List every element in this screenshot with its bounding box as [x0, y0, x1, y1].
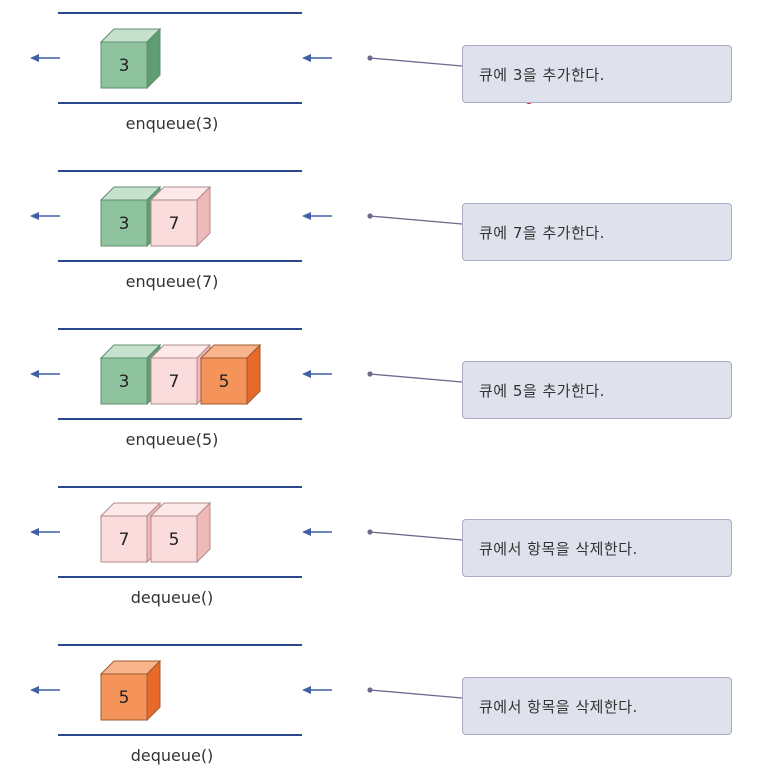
queue-step: 7 5 dequeue()	[58, 486, 463, 607]
queue-item-value: 3	[119, 372, 130, 392]
queue-step: 5 dequeue()	[58, 644, 463, 765]
connector-dot	[367, 371, 373, 377]
callout-connector	[369, 531, 463, 541]
operation-label: dequeue()	[131, 588, 214, 607]
description-callout: 큐에서 항목을 삭제한다.	[462, 677, 732, 735]
description-callout: 큐에 7을 추가한다.	[462, 203, 732, 261]
queue-step: 3 enqueue(3)	[58, 12, 463, 133]
dequeue-arrow-icon	[30, 212, 60, 220]
connector-dot	[367, 687, 373, 693]
dequeue-arrow-icon	[30, 686, 60, 694]
queue-item-cube: 5	[199, 343, 262, 406]
description-text: 큐에 7을 추가한다.	[479, 223, 605, 242]
dequeue-arrow-icon	[30, 54, 60, 62]
queue-item-cube: 7	[149, 343, 212, 406]
queue-item-cube: 7	[149, 185, 212, 248]
queue-step: 3 7 enqueue(7)	[58, 170, 463, 291]
queue-item-value: 5	[219, 372, 230, 392]
connector-dot	[367, 55, 373, 61]
connector-dot	[367, 529, 373, 535]
connector-dot	[367, 213, 373, 219]
queue-item-cube: 3	[99, 27, 162, 90]
queue-item-value: 7	[169, 214, 180, 234]
enqueue-arrow-icon	[302, 686, 332, 694]
description-callout: 큐에 5을 추가한다.	[462, 361, 732, 419]
operation-label: enqueue(7)	[126, 272, 219, 291]
queue-item-value: 5	[119, 688, 130, 708]
operation-label: dequeue()	[131, 746, 214, 765]
dequeue-arrow-icon	[30, 528, 60, 536]
description-callout: 큐에서 항목을 삭제한다.	[462, 519, 732, 577]
enqueue-arrow-icon	[302, 528, 332, 536]
callout-connector	[369, 373, 463, 383]
queue-item-cube: 5	[99, 659, 162, 722]
queue-item-value: 3	[119, 214, 130, 234]
dequeue-arrow-icon	[30, 370, 60, 378]
queue-item-cube: 7	[99, 501, 162, 564]
description-callout: 큐에 3을 추가한다.	[462, 45, 732, 103]
callout-connector	[369, 57, 463, 67]
description-text: 큐에서 항목을 삭제한다.	[479, 697, 638, 716]
enqueue-arrow-icon	[302, 54, 332, 62]
description-text: 큐에 5을 추가한다.	[479, 381, 605, 400]
enqueue-arrow-icon	[302, 212, 332, 220]
queue-item-value: 7	[119, 530, 130, 550]
description-text: 큐에 3을 추가한다.	[479, 65, 605, 84]
queue-item-cube: 5	[149, 501, 212, 564]
queue-step: 3 7 5 enqueue(5)	[58, 328, 463, 449]
queue-item-value: 3	[119, 56, 130, 76]
queue-item-value: 7	[169, 372, 180, 392]
callout-connector	[369, 689, 463, 699]
queue-item-value: 5	[169, 530, 180, 550]
description-text: 큐에서 항목을 삭제한다.	[479, 539, 638, 558]
enqueue-arrow-icon	[302, 370, 332, 378]
operation-label: enqueue(3)	[126, 114, 219, 133]
callout-connector	[369, 215, 463, 225]
operation-label: enqueue(5)	[126, 430, 219, 449]
